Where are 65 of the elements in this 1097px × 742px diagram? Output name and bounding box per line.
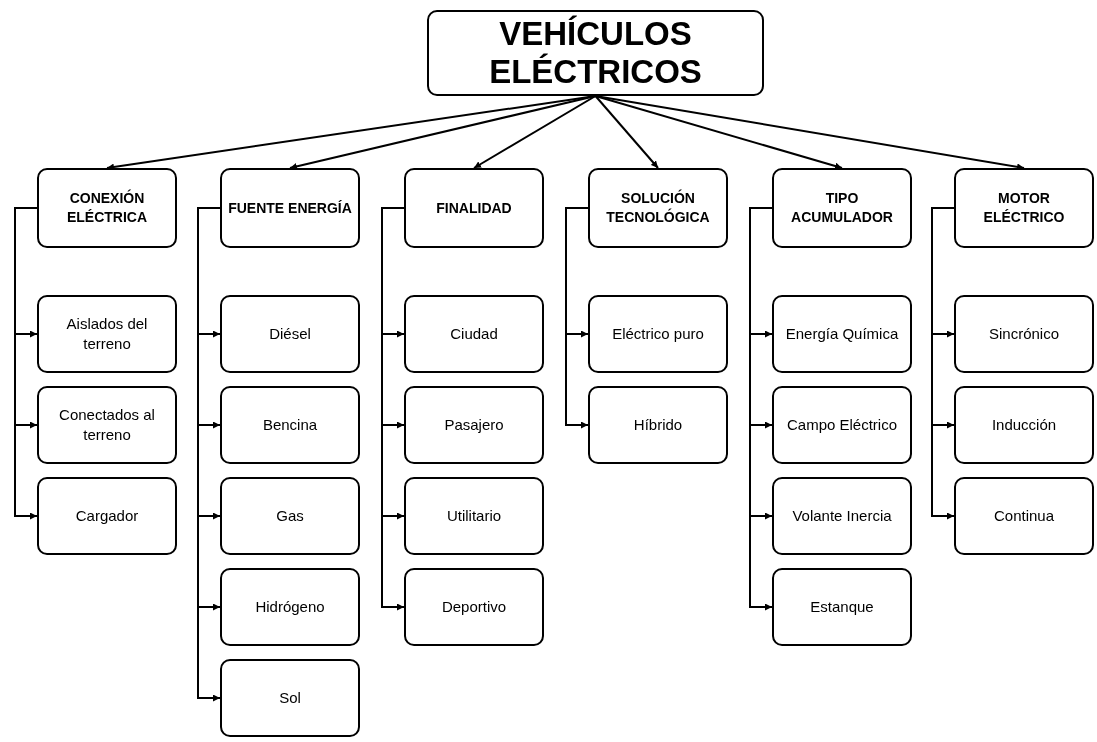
arrow [197, 207, 221, 702]
item-box [37, 295, 177, 373]
item-box [954, 386, 1094, 464]
category-box [37, 168, 177, 248]
item-box [220, 295, 360, 373]
item-box [772, 477, 912, 555]
node-label: Gas [276, 505, 304, 526]
node-label: FINALIDAD [436, 198, 512, 218]
node-label: Deportivo [441, 596, 507, 617]
item-box [772, 568, 912, 646]
node-label: Inducción [991, 414, 1057, 435]
item-box [404, 568, 544, 646]
item-box [404, 295, 544, 373]
node-label: Continua [993, 505, 1054, 526]
item-box [588, 295, 728, 373]
item-box [954, 295, 1094, 373]
category-box [588, 168, 728, 248]
node-label: Sincrónico [988, 323, 1059, 344]
item-box [772, 295, 912, 373]
node-label: SOLUCIÓN TECNOLÓGICA [605, 189, 711, 227]
arrow [565, 207, 589, 429]
node-label: Híbrido [633, 414, 683, 435]
node-label: Cargador [75, 505, 139, 526]
node-label: Sol [279, 687, 301, 708]
item-box [220, 386, 360, 464]
node-label: Energía Química [785, 323, 899, 344]
arrow [594, 95, 843, 170]
node-label: VEHÍCULOS ELÉCTRICOS [488, 15, 703, 91]
node-label: Pasajero [444, 414, 504, 435]
node-label: Aislados del terreno [65, 313, 149, 354]
item-box [404, 477, 544, 555]
node-label: Ciudad [450, 323, 498, 344]
arrow [473, 95, 597, 169]
item-box [772, 386, 912, 464]
item-box [220, 659, 360, 737]
node-label: MOTOR ELÉCTRICO [982, 189, 1066, 227]
node-label: Eléctrico puro [612, 323, 704, 344]
arrow [931, 207, 955, 520]
item-box [588, 386, 728, 464]
arrow [381, 207, 405, 611]
arrow [14, 207, 38, 520]
category-box [954, 168, 1094, 248]
item-box [220, 568, 360, 646]
node-label: Diésel [269, 323, 311, 344]
category-box [220, 168, 360, 248]
category-box [772, 168, 912, 248]
arrow [749, 207, 773, 611]
title-box [427, 10, 764, 96]
node-label: Estanque [810, 596, 874, 617]
node-label: FUENTE ENERGÍA [228, 198, 352, 218]
category-box [404, 168, 544, 248]
node-label: Campo Eléctrico [786, 414, 897, 435]
arrow [594, 95, 659, 169]
item-box [954, 477, 1094, 555]
item-box [37, 477, 177, 555]
node-label: Hidrógeno [255, 596, 325, 617]
node-label: TIPO ACUMULADOR [790, 189, 894, 227]
node-label: Utilitario [446, 505, 502, 526]
item-box [37, 386, 177, 464]
node-label: CONEXIÓN ELÉCTRICA [65, 189, 149, 227]
item-box [404, 386, 544, 464]
node-label: Bencina [262, 414, 318, 435]
item-box [220, 477, 360, 555]
node-label: Conectados al terreno [58, 404, 156, 445]
node-label: Volante Inercia [792, 505, 892, 526]
